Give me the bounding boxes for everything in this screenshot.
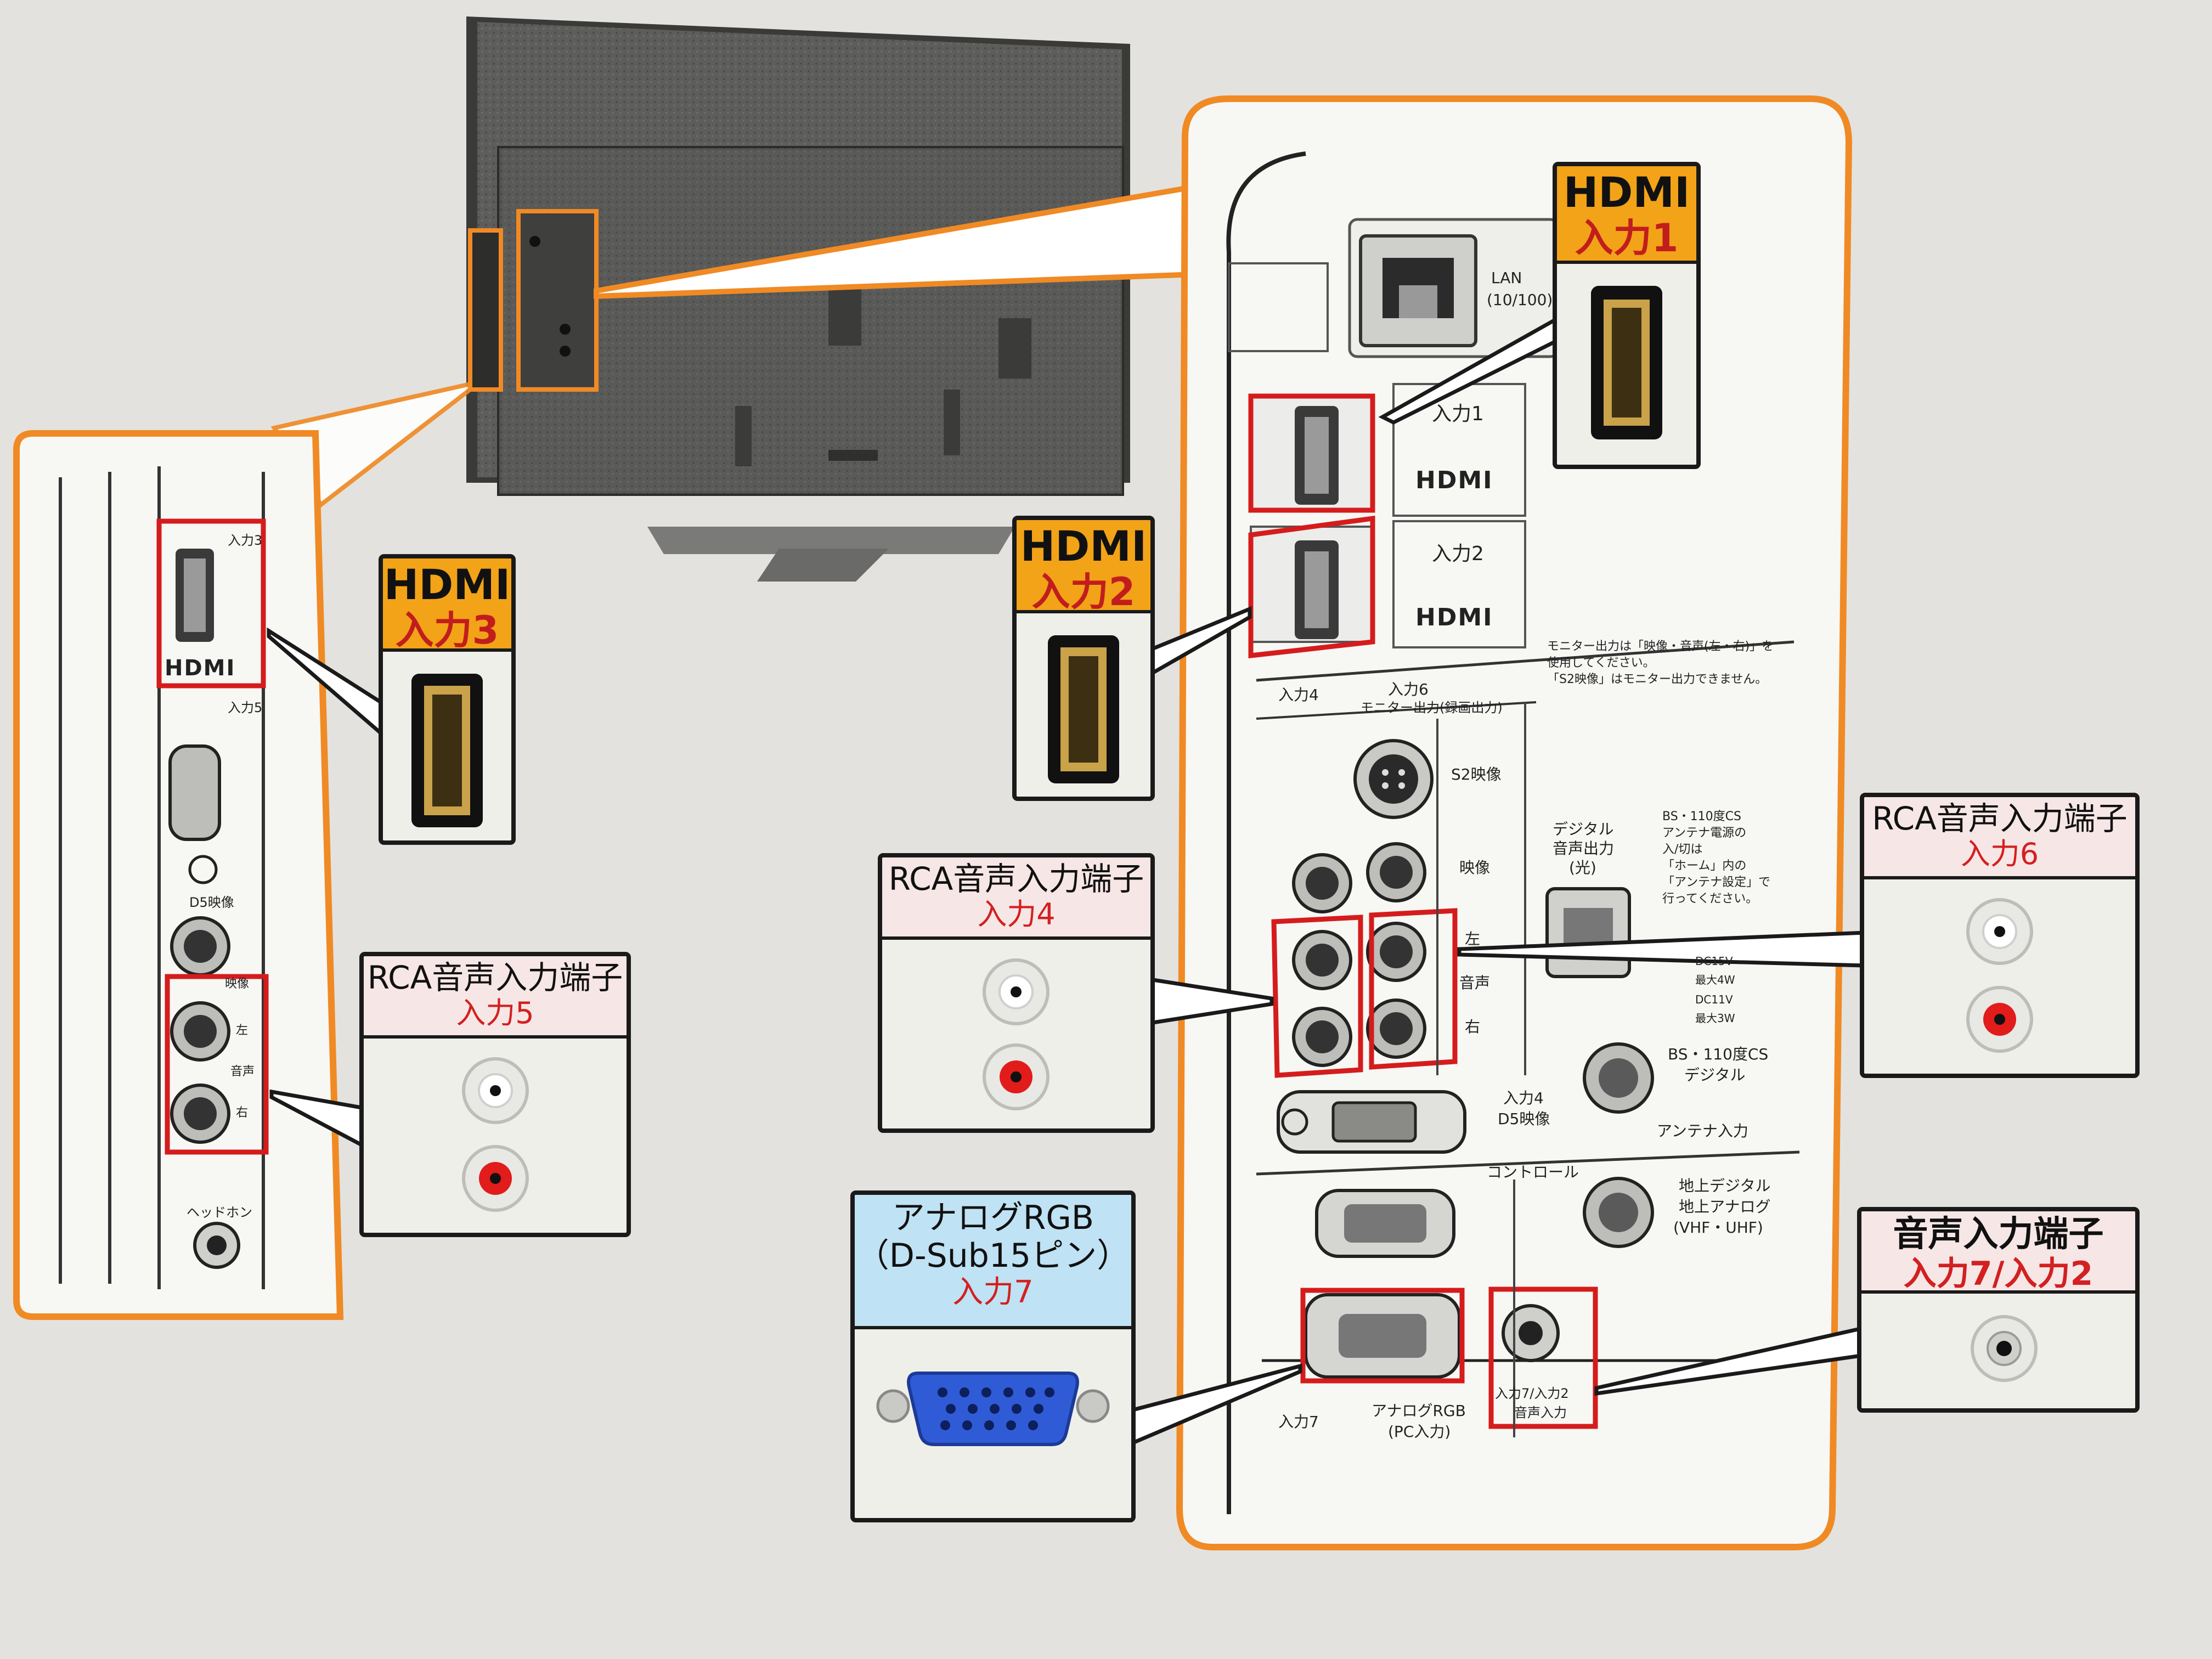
callout-audio-subtitle: 入力7/入力2 bbox=[1903, 1254, 2094, 1293]
side-input5-label: 入力5 bbox=[228, 700, 263, 715]
audio-right-label: 右 bbox=[1465, 1018, 1481, 1036]
callout-rca-input6: RCA音声入力端子 入力6 bbox=[1860, 793, 2140, 1078]
side-video-label: 映像 bbox=[225, 977, 250, 991]
monitor-note-3: 「S2映像」はモニター出力できません。 bbox=[1547, 673, 1768, 686]
callout-vga-line2: （D-Sub15ピン） bbox=[856, 1237, 1130, 1275]
audio-label: 音声 bbox=[1459, 974, 1491, 992]
minijack-icon bbox=[1971, 1315, 2038, 1382]
digital-out-1: デジタル bbox=[1553, 820, 1614, 838]
bs-digital-1: BS・110度CS bbox=[1668, 1045, 1769, 1063]
callout-rca6-title: RCA音声入力端子 bbox=[1872, 800, 2128, 837]
analog-rgb-2: (PC入力) bbox=[1388, 1423, 1451, 1441]
hdmi-port-icon bbox=[1048, 635, 1119, 783]
bs-note-5: 「アンテナ設定」で bbox=[1662, 876, 1771, 889]
callout-audio-title: 音声入力端子 bbox=[1893, 1214, 2104, 1255]
audio-in-1: 入力7/入力2 bbox=[1495, 1386, 1569, 1401]
bs-note-3: 入/切は bbox=[1662, 843, 1703, 856]
callout-hdmi-input1: HDMI 入力1 bbox=[1553, 162, 1701, 469]
terrestrial-3: (VHF・UHF) bbox=[1673, 1218, 1763, 1237]
s2-video-label: S2映像 bbox=[1451, 765, 1502, 783]
bs-note-4: 「ホーム」内の bbox=[1662, 859, 1747, 873]
input4-d5-1: 入力4 bbox=[1503, 1089, 1544, 1107]
callout-hdmi-input2: HDMI 入力2 bbox=[1012, 516, 1155, 801]
input2-label: 入力2 bbox=[1432, 543, 1484, 565]
input1-label: 入力1 bbox=[1432, 403, 1484, 425]
side-terminal-panel bbox=[13, 430, 344, 1320]
input6-label: 入力6 bbox=[1388, 680, 1429, 698]
callout-rca5-subtitle: 入力5 bbox=[456, 995, 534, 1030]
monitor-out-label: モニター出力(録画出力) bbox=[1361, 700, 1503, 715]
rca-jacks-icon bbox=[983, 958, 1049, 1110]
monitor-note-1: モニター出力は「映像・音声(左・右)」を bbox=[1547, 640, 1774, 653]
analog-rgb-1: アナログRGB bbox=[1372, 1402, 1466, 1420]
rca-jacks-icon bbox=[462, 1057, 529, 1212]
input4-label: 入力4 bbox=[1278, 686, 1319, 704]
callout-vga-subtitle: 入力7 bbox=[952, 1274, 1034, 1310]
video-label: 映像 bbox=[1459, 859, 1491, 877]
hdmi-port-icon bbox=[411, 674, 483, 827]
power-3: DC11V bbox=[1695, 993, 1733, 1006]
terrestrial-1: 地上デジタル bbox=[1679, 1177, 1771, 1195]
digital-out-3: (光) bbox=[1569, 859, 1596, 877]
callout-rca-input4: RCA音声入力端子 入力4 bbox=[878, 853, 1155, 1133]
callout-rca-input5: RCA音声入力端子 入力5 bbox=[359, 952, 631, 1237]
callout-hdmi2-title: HDMI bbox=[1020, 522, 1147, 571]
lan-speed-label: (10/100) bbox=[1487, 291, 1553, 309]
lan-label: LAN bbox=[1491, 269, 1522, 287]
callout-hdmi3-subtitle: 入力3 bbox=[395, 608, 499, 653]
antenna-in-label: アンテナ入力 bbox=[1657, 1122, 1748, 1140]
bs-note-2: アンテナ電源の bbox=[1662, 826, 1747, 840]
bs-note-6: 行ってください。 bbox=[1662, 892, 1758, 906]
callout-rca4-title: RCA音声入力端子 bbox=[888, 860, 1144, 898]
power-1: DC15V bbox=[1695, 955, 1733, 968]
terrestrial-2: 地上アナログ bbox=[1679, 1198, 1771, 1216]
side-input3-label: 入力3 bbox=[228, 533, 263, 548]
callout-rca5-title: RCA音声入力端子 bbox=[367, 959, 623, 996]
side-headphone-label: ヘッドホン bbox=[187, 1205, 252, 1220]
audio-left-label: 左 bbox=[1465, 930, 1481, 948]
audio-in-2: 音声入力 bbox=[1514, 1405, 1567, 1420]
callout-hdmi2-subtitle: 入力2 bbox=[1031, 569, 1136, 615]
hdmi-logo-1: HDMI bbox=[1415, 466, 1493, 494]
callout-rca4-subtitle: 入力4 bbox=[977, 896, 1056, 932]
callout-hdmi3-title: HDMI bbox=[383, 560, 511, 609]
side-audio-right: 右 bbox=[236, 1106, 249, 1120]
digital-out-2: 音声出力 bbox=[1553, 839, 1615, 857]
input4-d5-2: D5映像 bbox=[1498, 1110, 1550, 1128]
side-audio: 音声 bbox=[230, 1065, 255, 1079]
bs-digital-2: デジタル bbox=[1684, 1066, 1746, 1084]
vga-port-icon bbox=[876, 1372, 1110, 1446]
callout-vga-line1: アナログRGB bbox=[891, 1199, 1094, 1237]
callout-hdmi-input3: HDMI 入力3 bbox=[379, 554, 516, 845]
callout-audio-input7-input2: 音声入力端子 入力7/入力2 bbox=[1857, 1207, 2140, 1413]
power-4: 最大3W bbox=[1695, 1012, 1735, 1025]
callout-analog-rgb-input7: アナログRGB （D-Sub15ピン） 入力7 bbox=[850, 1190, 1136, 1522]
power-2: 最大4W bbox=[1695, 973, 1735, 986]
callout-rca6-subtitle: 入力6 bbox=[1960, 836, 2039, 871]
bs-note-1: BS・110度CS bbox=[1662, 810, 1741, 823]
rca-jacks-icon bbox=[1966, 898, 2033, 1053]
input7-label: 入力7 bbox=[1278, 1413, 1319, 1431]
side-d5-label: D5映像 bbox=[189, 895, 234, 910]
control-label: コントロール bbox=[1487, 1163, 1579, 1181]
monitor-note-2: 使用してください。 bbox=[1547, 656, 1655, 670]
callout-hdmi1-title: HDMI bbox=[1563, 168, 1690, 217]
side-audio-left: 左 bbox=[236, 1024, 249, 1037]
hdmi-logo-2: HDMI bbox=[1415, 603, 1493, 631]
side-hdmi-logo: HDMI bbox=[165, 656, 236, 681]
callout-hdmi1-subtitle: 入力1 bbox=[1575, 216, 1679, 261]
hdmi-port-icon bbox=[1591, 286, 1662, 439]
main-terminal-panel bbox=[1176, 95, 1853, 1550]
